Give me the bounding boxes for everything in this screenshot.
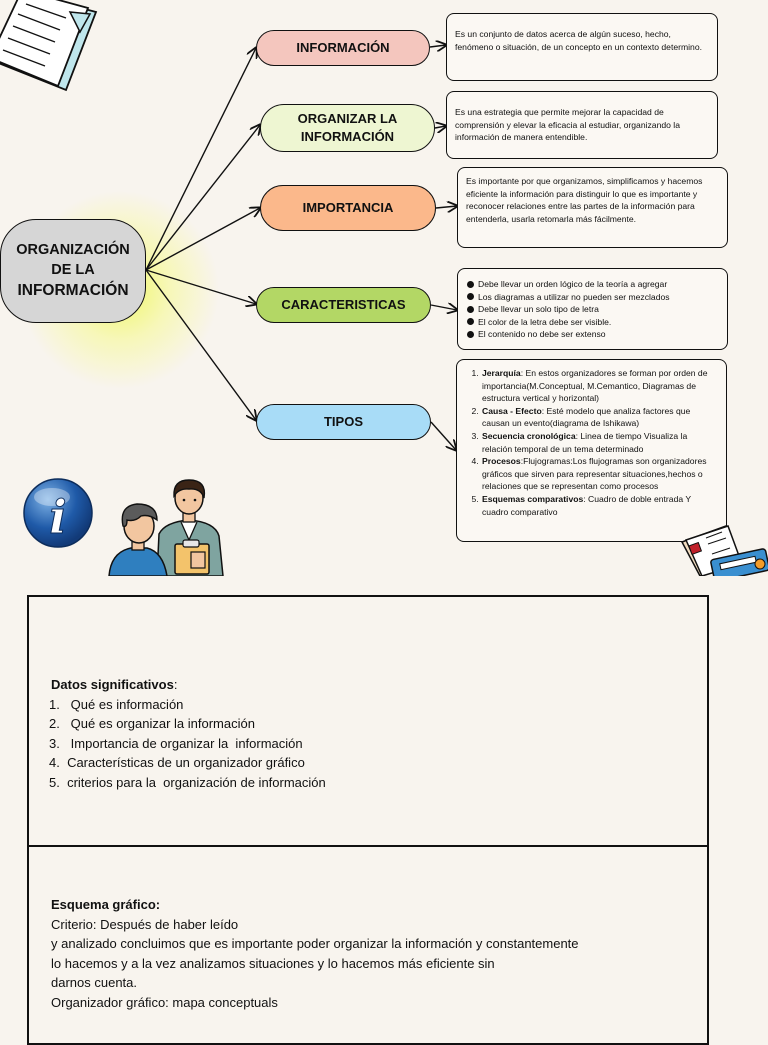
datos-colon: : bbox=[173, 677, 178, 692]
list-item: Debe llevar un orden lógico de la teoría… bbox=[466, 278, 719, 291]
list-item: 3. Importancia de organizar la informaci… bbox=[49, 735, 303, 751]
document-icon bbox=[0, 0, 98, 92]
info-icon: i bbox=[23, 478, 93, 548]
connector-lines bbox=[145, 0, 768, 580]
list-item: 1. Qué es información bbox=[49, 696, 184, 712]
list-item: Esquemas comparativos: Cuadro de doble e… bbox=[481, 493, 718, 518]
connector-box-5 bbox=[430, 421, 456, 450]
box-organizar: Es una estrategia que permite mejorar la… bbox=[446, 91, 718, 159]
connector-box-1 bbox=[429, 45, 446, 47]
notes-illustration bbox=[680, 525, 768, 576]
esquema-section: Esquema gráfico: Criterio: Después de ha… bbox=[27, 845, 709, 1045]
branch-importancia: IMPORTANCIA bbox=[260, 185, 436, 231]
list-item: Debe llevar un solo tipo de letra bbox=[466, 303, 719, 316]
list-item: Secuencia cronológica: Linea de tiempo V… bbox=[481, 430, 718, 455]
tipo-desc: : Linea de tiempo Visualiza la relación … bbox=[482, 430, 688, 454]
list-item: 5. criterios para la organización de inf… bbox=[49, 774, 326, 790]
list-item: Procesos:Flujogramas:Los flujogramas son… bbox=[481, 455, 718, 493]
box-tipos: Jerarquía: En estos organizadores se for… bbox=[456, 359, 727, 542]
tipo-term: Jerarquía bbox=[482, 368, 521, 378]
branch-caracteristicas: CARACTERISTICAS bbox=[256, 287, 431, 323]
datos-section: Datos significativos: 1. Qué es informac… bbox=[27, 595, 709, 847]
people-illustration bbox=[108, 479, 224, 576]
connector-caracteristicas bbox=[145, 269, 256, 304]
esquema-title: Esquema gráfico: bbox=[51, 897, 161, 912]
list-item: El contenido no debe ser extenso bbox=[466, 328, 719, 341]
connector-informacion bbox=[145, 48, 256, 271]
central-node: ORGANIZACIÓN DE LA INFORMACIÓN bbox=[0, 219, 146, 323]
tipo-term: Procesos bbox=[482, 456, 521, 467]
esquema-content: Esquema gráfico: Criterio: Después de ha… bbox=[51, 895, 579, 1012]
esquema-line: darnos cuenta. bbox=[51, 975, 138, 990]
connector-organizar bbox=[145, 125, 260, 271]
esquema-line: lo hacemos y a la vez analizamos situaci… bbox=[51, 955, 495, 971]
caracteristicas-list: Debe llevar un orden lógico de la teoría… bbox=[466, 278, 719, 341]
box-organizar-text: Es una estrategia que permite mejorar la… bbox=[455, 107, 680, 143]
list-item: El color de la letra debe ser visible. bbox=[466, 316, 719, 329]
esquema-line: Organizador gráfico: mapa conceptuals bbox=[51, 994, 278, 1010]
tipos-list: Jerarquía: En estos organizadores se for… bbox=[465, 367, 718, 518]
connector-tipos bbox=[145, 269, 256, 420]
list-item: 2. Qué es organizar la información bbox=[49, 716, 255, 731]
tipo-term: Causa - Efecto bbox=[482, 405, 542, 416]
tipo-desc: :Flujogramas:Los flujogramas son organiz… bbox=[482, 456, 707, 492]
tipo-desc: : Cuadro de doble entrada Y cuadro compa… bbox=[482, 493, 691, 517]
box-importancia: Es importante por que organizamos, simpl… bbox=[457, 167, 728, 248]
branch-tipos: TIPOS bbox=[256, 404, 431, 440]
list-item: Jerarquía: En estos organizadores se for… bbox=[481, 367, 718, 405]
connector-box-2 bbox=[434, 126, 446, 128]
branch-informacion: INFORMACIÓN bbox=[256, 30, 430, 66]
tipo-term: Secuencia cronológica bbox=[482, 430, 576, 441]
box-informacion: Es un conjunto de datos acerca de algún … bbox=[446, 13, 718, 81]
list-item: Causa - Efecto: Esté modelo que analiza … bbox=[481, 405, 718, 430]
box-caracteristicas: Debe llevar un orden lógico de la teoría… bbox=[457, 268, 728, 350]
tipo-desc: : Esté modelo que analiza factores que c… bbox=[482, 405, 691, 429]
tipo-term: Esquemas comparativos bbox=[482, 493, 584, 504]
connector-importancia bbox=[145, 208, 260, 271]
box-importancia-text: Es importante por que organizamos, simpl… bbox=[466, 176, 703, 224]
central-line-1: ORGANIZACIÓN bbox=[16, 242, 130, 258]
box-informacion-text: Es un conjunto de datos acerca de algún … bbox=[455, 29, 702, 52]
connector-box-4 bbox=[430, 305, 457, 310]
list-item: 4. Características de un organizador grá… bbox=[49, 755, 305, 770]
central-line-3: INFORMACIÓN bbox=[17, 282, 129, 299]
tipo-desc: : En estos organizadores se forman por o… bbox=[482, 368, 708, 404]
datos-title-row: Datos significativos: bbox=[51, 675, 326, 695]
datos-content: Datos significativos: 1. Qué es informac… bbox=[49, 675, 326, 792]
central-line-2: DE LA bbox=[51, 262, 95, 278]
branch-organizar: ORGANIZAR LA INFORMACIÓN bbox=[260, 104, 435, 152]
esquema-line: Criterio: Después de haber leído bbox=[51, 916, 239, 932]
connector-box-3 bbox=[435, 206, 457, 208]
esquema-line: y analizado concluimos que es importante… bbox=[51, 936, 579, 951]
info-letter: i bbox=[49, 490, 66, 544]
list-item: Los diagramas a utilizar no pueden ser m… bbox=[466, 291, 719, 304]
datos-title: Datos significativos bbox=[51, 677, 174, 692]
